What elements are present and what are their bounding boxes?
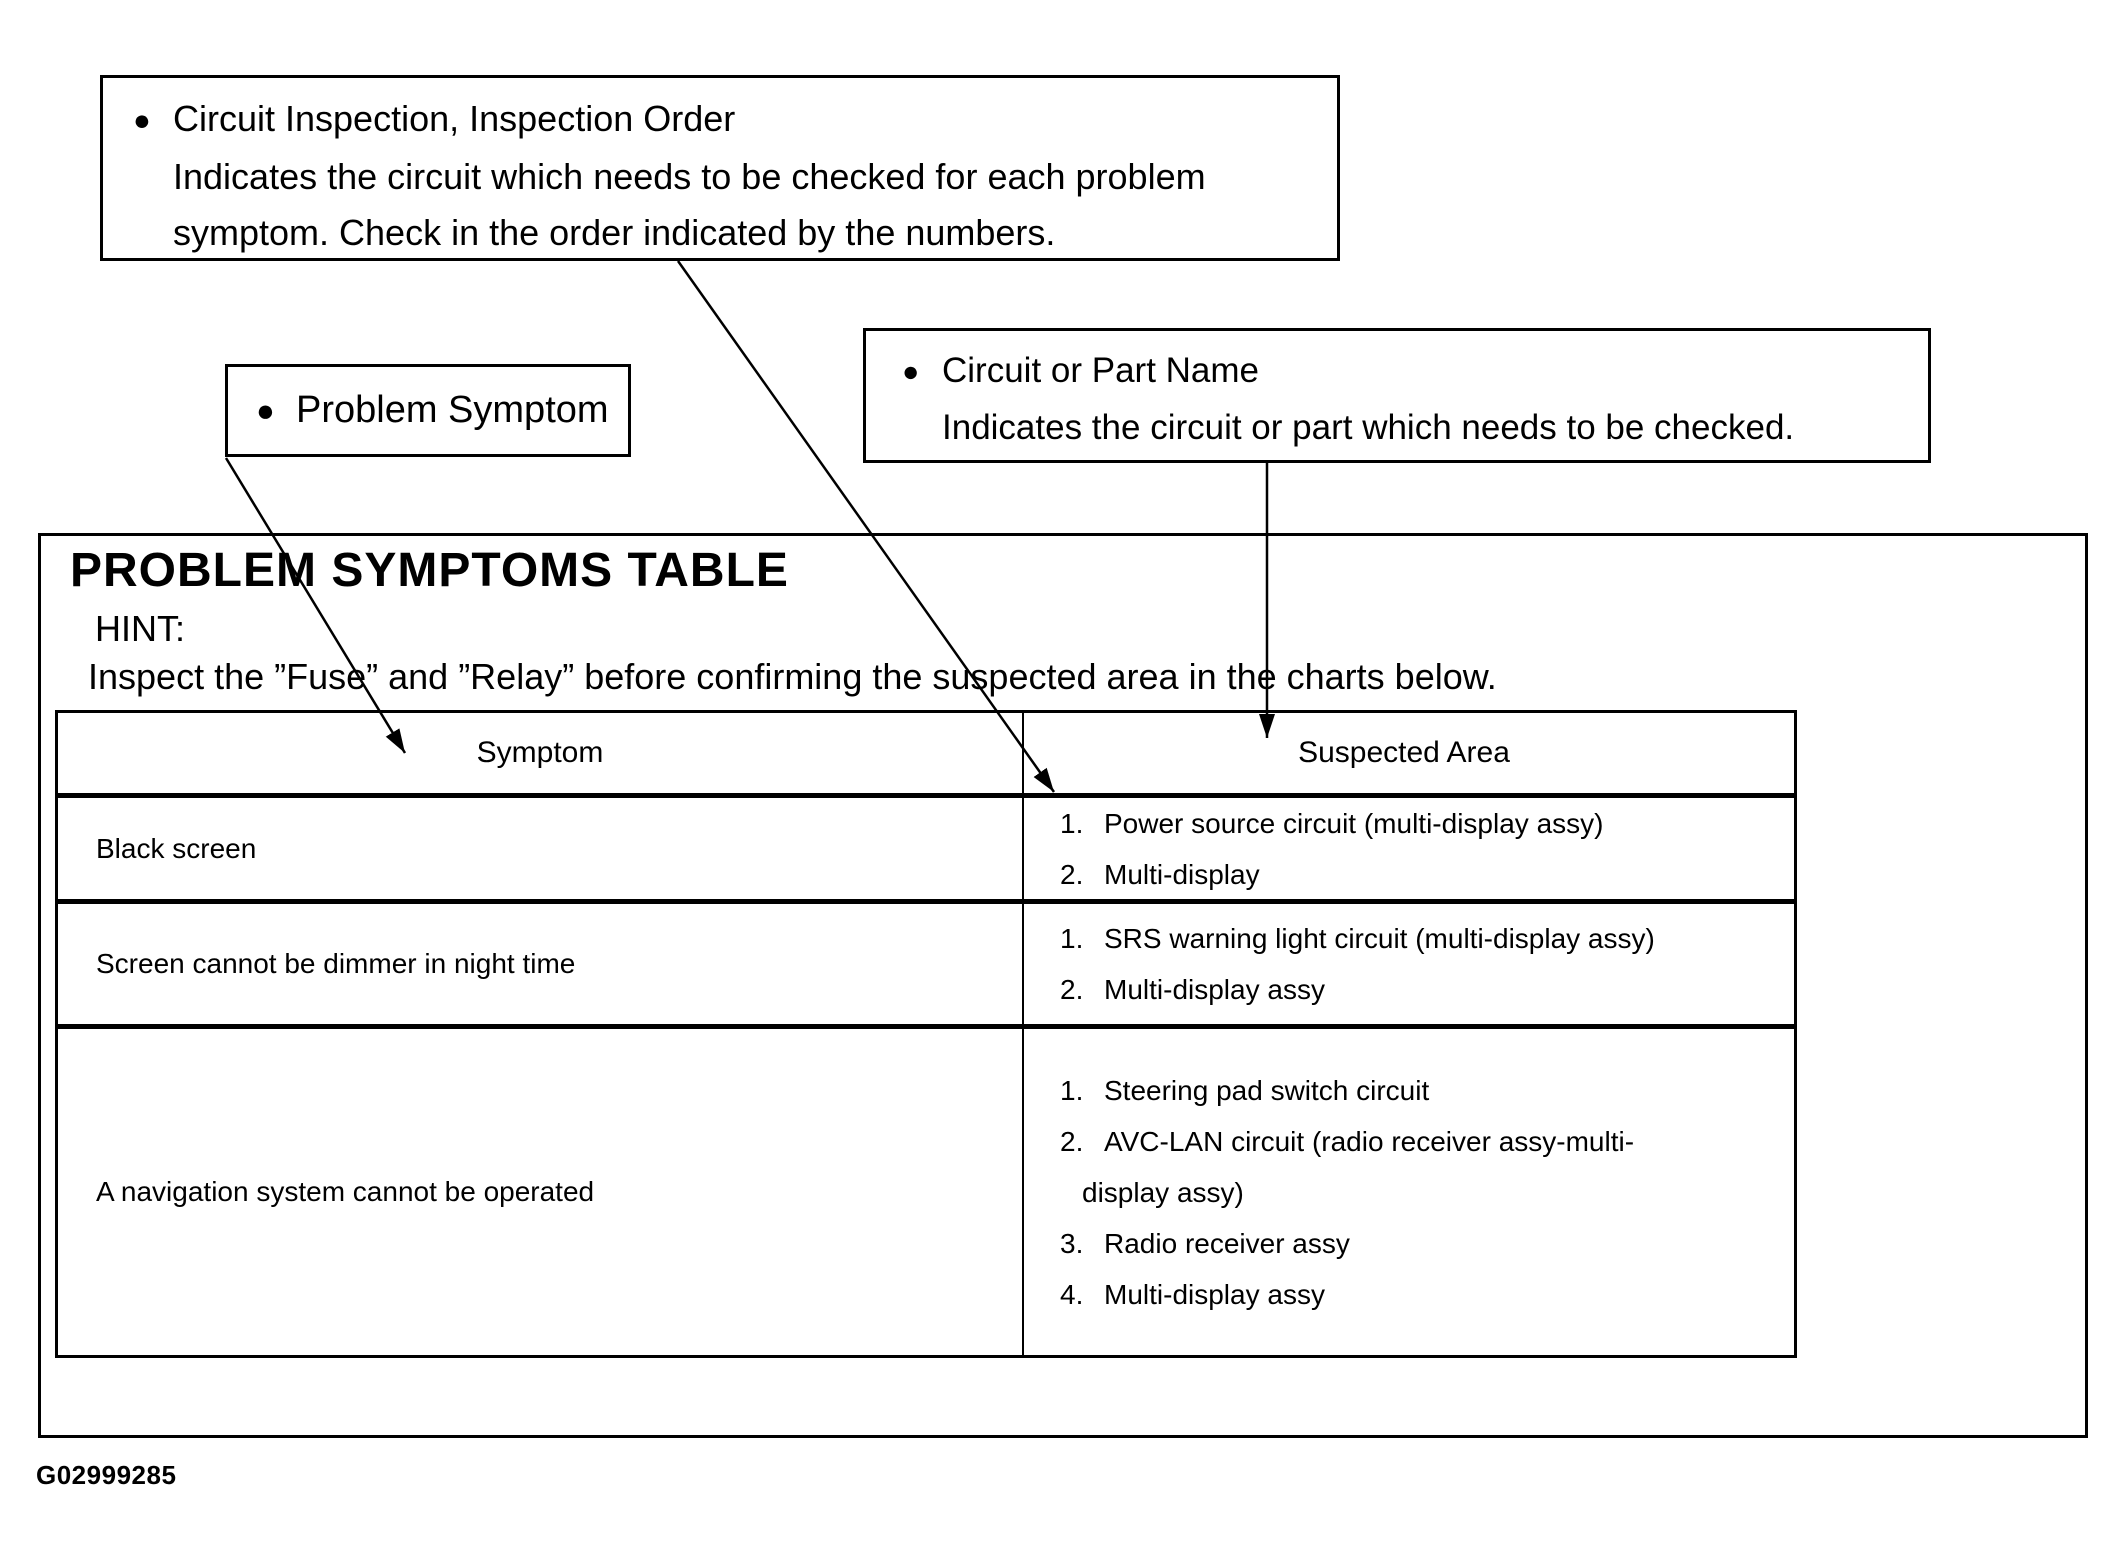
item-text: Power source circuit (multi-display assy… xyxy=(1104,807,1604,839)
table-row: Screen cannot be dimmer in night time 1.… xyxy=(58,904,1794,1029)
suspected-area-item: 2. Multi-display xyxy=(1060,849,1784,900)
column-header-symptom-label: Symptom xyxy=(476,736,604,769)
column-header-suspected-area: Suspected Area xyxy=(1024,713,1794,793)
callout-circuit-or-part-name: ● Circuit or Part Name Indicates the circ… xyxy=(863,328,1931,463)
column-header-suspected-area-label: Suspected Area xyxy=(1298,736,1510,769)
suspected-area-item-continuation: display assy) xyxy=(1082,1176,1244,1208)
suspected-area-item: 3. Radio receiver assy xyxy=(1060,1218,1784,1269)
hint-text: Inspect the ”Fuse” and ”Relay” before co… xyxy=(88,656,1497,697)
callout-circuit-or-part-name-title: Circuit or Part Name xyxy=(942,351,1260,390)
item-text: SRS warning light circuit (multi-display… xyxy=(1104,923,1655,954)
suspected-area-cell: 1. Steering pad switch circuit 2. AVC-LAN … xyxy=(1024,1029,1794,1355)
problem-symptoms-table: Symptom Suspected Area Black screen 1. Po… xyxy=(55,710,1797,1358)
callout-circuit-inspection-desc-line1: Indicates the circuit which needs to be … xyxy=(173,156,1206,197)
section-title: PROBLEM SYMPTOMS TABLE xyxy=(70,544,789,597)
item-number: 2. xyxy=(1060,1125,1084,1157)
hint-label: HINT: xyxy=(95,608,185,649)
item-text: Multi-display assy xyxy=(1104,1278,1325,1310)
item-text: Radio receiver assy xyxy=(1104,1227,1350,1259)
table-row: A navigation system cannot be operated 1… xyxy=(58,1029,1794,1355)
callout-problem-symptom-title: Problem Symptom xyxy=(296,389,609,431)
symptom-text: Screen cannot be dimmer in night time xyxy=(96,948,576,979)
suspected-area-item: 4. Multi-display assy xyxy=(1060,1269,1784,1320)
item-text: Multi-display xyxy=(1104,858,1260,890)
callout-title-line: ● Circuit or Part Name xyxy=(902,343,1928,400)
item-number: 3. xyxy=(1060,1227,1084,1259)
callout-circuit-or-part-name-desc: Indicates the circuit or part which need… xyxy=(942,408,1795,447)
item-number: 1. xyxy=(1060,807,1084,839)
symptom-cell: Black screen xyxy=(58,798,1024,899)
item-text: Multi-display assy xyxy=(1104,974,1325,1005)
item-number: 2. xyxy=(1060,858,1084,890)
table-row: Black screen 1. Power source circuit (mul… xyxy=(58,798,1794,904)
symptom-cell: A navigation system cannot be operated xyxy=(58,1029,1024,1355)
callout-title-line: ● Circuit Inspection, Inspection Order xyxy=(133,91,1337,149)
figure-id: G02999285 xyxy=(36,1460,177,1490)
suspected-area-item: 2. Multi-display assy xyxy=(1060,964,1784,1015)
item-number: 1. xyxy=(1060,923,1084,954)
table-header-row: Symptom Suspected Area xyxy=(58,713,1794,798)
suspected-area-cell: 1. Power source circuit (multi-display as… xyxy=(1024,798,1794,899)
item-text: Steering pad switch circuit xyxy=(1104,1074,1430,1106)
symptom-text: A navigation system cannot be operated xyxy=(96,1176,595,1207)
suspected-area-item: 1. Steering pad switch circuit xyxy=(1060,1065,1784,1116)
item-number: 1. xyxy=(1060,1074,1084,1106)
callout-circuit-inspection-desc-line2: symptom. Check in the order indicated by… xyxy=(173,212,1056,253)
bullet-icon: ● xyxy=(902,356,920,388)
item-text: AVC-LAN circuit (radio receiver assy-mul… xyxy=(1104,1125,1635,1157)
column-header-symptom: Symptom xyxy=(58,713,1024,793)
symptom-cell: Screen cannot be dimmer in night time xyxy=(58,904,1024,1024)
symptom-text: Black screen xyxy=(96,832,257,864)
suspected-area-item: 1. Power source circuit (multi-display as… xyxy=(1060,798,1784,849)
suspected-area-cell: 1. SRS warning light circuit (multi-displ… xyxy=(1024,904,1794,1024)
callout-circuit-inspection-order: ● Circuit Inspection, Inspection Order In… xyxy=(100,75,1340,261)
suspected-area-item: 1. SRS warning light circuit (multi-displ… xyxy=(1060,913,1784,964)
item-number: 2. xyxy=(1060,974,1084,1005)
bullet-icon: ● xyxy=(133,104,151,137)
callout-problem-symptom: ● Problem Symptom xyxy=(225,364,631,457)
callout-circuit-inspection-title: Circuit Inspection, Inspection Order xyxy=(173,98,736,139)
item-number: 4. xyxy=(1060,1278,1084,1310)
suspected-area-item: 2. AVC-LAN circuit (radio receiver assy-m… xyxy=(1060,1116,1784,1167)
bullet-icon: ● xyxy=(256,392,275,428)
